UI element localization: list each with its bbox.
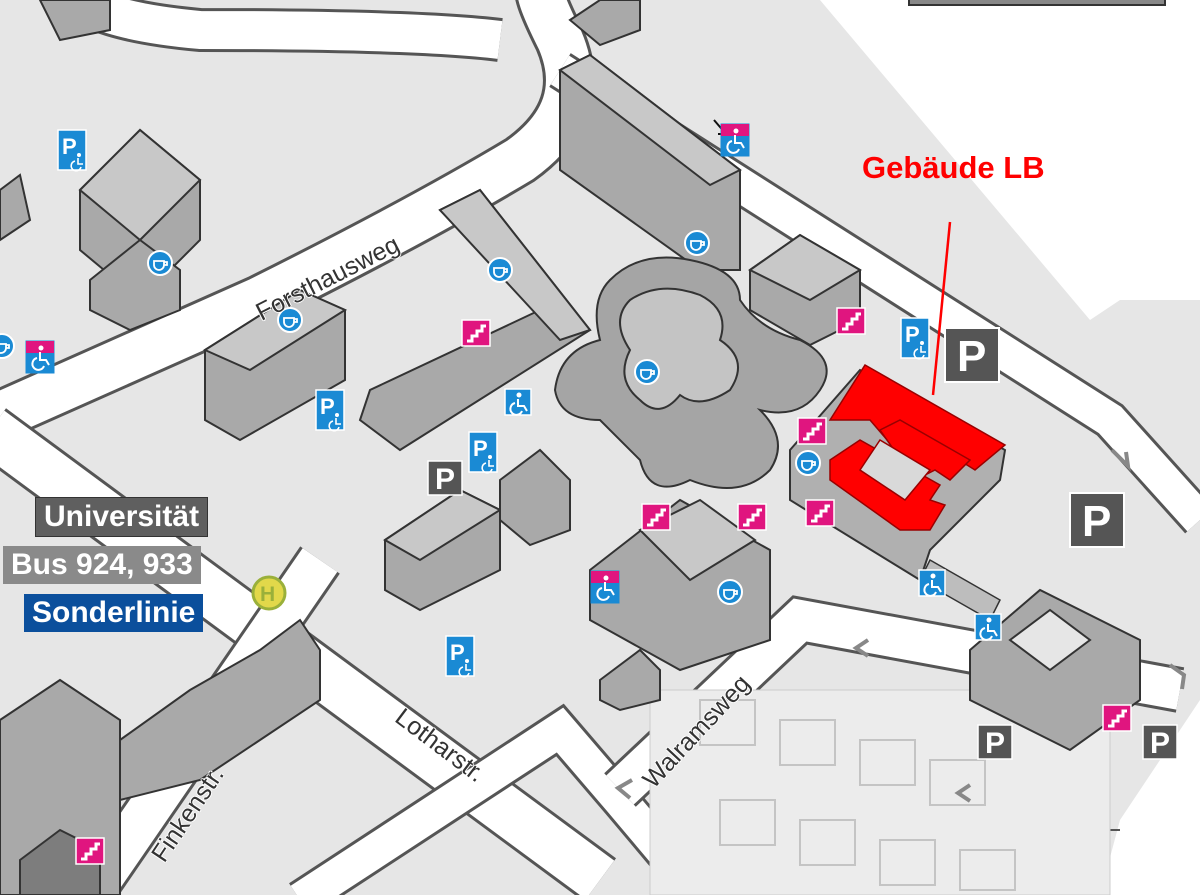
svg-text:H: H (260, 583, 275, 606)
building-lb[interactable] (789, 363, 1007, 582)
buildings (0, 0, 1141, 895)
building-lb-pointer (931, 221, 952, 396)
bus-special-line: Sonderlinie (24, 594, 204, 632)
outer-area (820, 0, 1200, 320)
bus-stop-name: Universität (35, 497, 209, 537)
bus-lines: Bus 924, 933 (3, 546, 201, 584)
building-lb-label: Gebäude LB (862, 150, 1045, 185)
legend-frame (908, 0, 1166, 6)
bus-stop-icon[interactable]: H (251, 575, 287, 611)
direction-arrows (614, 119, 1187, 803)
